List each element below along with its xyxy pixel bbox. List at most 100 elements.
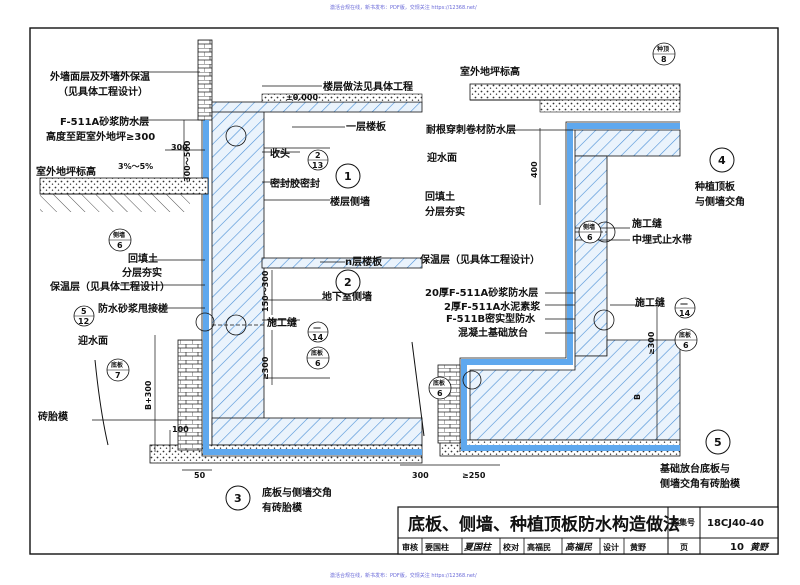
label-detail-3-1: 底板与侧墙交角	[262, 486, 332, 499]
upper-brick-wall	[197, 39, 213, 121]
label-mortar-tie: 防水砂浆甩接槎	[98, 302, 168, 315]
left-concrete-wall	[211, 109, 265, 446]
ref-left-2: 侧墙 6	[108, 228, 132, 252]
label-n-slab: n层楼板	[345, 255, 383, 268]
label-r-backfill-2: 分层夯实	[425, 205, 465, 218]
floor-finish	[261, 93, 423, 103]
dim-100: 100	[172, 425, 189, 434]
title-block	[397, 506, 779, 555]
designer-name: 黄野	[630, 542, 646, 552]
dim-r-ge300: ≥300	[647, 331, 656, 355]
svg-text:6: 6	[117, 241, 123, 250]
dim-r-300: 300	[412, 471, 429, 480]
detail-number-4: 4	[709, 147, 735, 173]
first-floor-slab	[211, 101, 423, 113]
right-waterproof-layer	[461, 123, 680, 451]
label-layer-4: 混凝土基础放台	[458, 326, 528, 339]
planting-roof-slab	[574, 129, 681, 157]
page-number: 10	[730, 542, 744, 553]
detail-number-5: 5	[705, 429, 731, 455]
svg-text:5: 5	[81, 307, 87, 316]
svg-text:底板: 底板	[111, 361, 124, 369]
label-edge-close: 收头	[270, 147, 290, 160]
label-joint: 施工缝	[267, 316, 297, 329]
right-concrete-wall	[574, 155, 608, 357]
svg-text:12: 12	[78, 317, 89, 326]
svg-text:7: 7	[115, 371, 121, 380]
left-detail	[39, 39, 423, 471]
detail-circle-b	[225, 314, 247, 336]
label-r-joint-2: 施工缝	[635, 296, 665, 309]
dim-r-ge250: ≥250	[462, 471, 486, 480]
svg-text:6: 6	[315, 359, 321, 368]
check-label: 校对	[503, 542, 519, 552]
detail-number-3: 3	[225, 485, 251, 511]
design-label: 设计	[603, 542, 619, 552]
top-watermark: 激活合规在线，新书发布：PDF版，交规关注 https://12368.net/	[330, 5, 477, 11]
svg-text:底板: 底板	[679, 331, 692, 339]
svg-text:4: 4	[718, 154, 726, 167]
label-water-face: 迎水面	[78, 334, 108, 347]
svg-text:底板: 底板	[311, 349, 324, 357]
label-floor-wall: 楼层侧墙	[330, 195, 370, 208]
label-r-water-face: 迎水面	[427, 151, 457, 164]
right-detail	[400, 83, 681, 466]
svg-text:侧墙: 侧墙	[113, 231, 125, 239]
label-ext-finish-2: （见具体工程设计）	[58, 85, 148, 98]
label-r-insulation: 保温层（见具体工程设计）	[419, 253, 540, 266]
reviewer-name: 要国柱	[425, 542, 449, 552]
svg-text:14: 14	[679, 309, 691, 318]
svg-text:2: 2	[315, 151, 321, 160]
svg-text:—: —	[680, 299, 688, 308]
label-layer-1: 20厚F-511A砂浆防水层	[425, 286, 538, 299]
dim-300-500: 300～500	[183, 140, 192, 182]
sheet-title: 底板、侧墙、种植顶板防水构造做法	[408, 514, 680, 535]
svg-text:5: 5	[714, 436, 722, 449]
ref-right-3: — 14	[674, 297, 696, 319]
bottom-watermark: 激活合规在线，新书发布：PDF版，交规关注 https://12368.net/	[330, 573, 477, 579]
dim-r-400: 400	[530, 161, 539, 178]
ref-left-3: 5 12	[73, 305, 95, 327]
label-layer-2: 2厚F-511A水泥素浆	[444, 300, 541, 313]
svg-text:种顶: 种顶	[656, 45, 669, 53]
label-roof-wall-1: 种植顶板	[694, 180, 736, 193]
label-r-backfill-1: 回填土	[425, 190, 455, 203]
base-slab	[211, 417, 423, 446]
label-brick-mold: 砖胎模	[38, 410, 69, 423]
atlas-number: 18CJ40-40	[707, 518, 764, 529]
label-backfill-1: 回填土	[128, 252, 158, 265]
label-base-wall: 地下室侧墙	[322, 290, 372, 303]
label-floor-slab: 一层楼板	[346, 120, 387, 133]
label-backfill-2: 分层夯实	[122, 266, 162, 279]
detail-number-2: 2	[335, 269, 361, 295]
svg-text:—: —	[313, 323, 321, 332]
dim-50: 50	[194, 471, 206, 480]
label-r-ground-level: 室外地坪标高	[460, 65, 520, 78]
detail-number-1: 1	[335, 163, 361, 189]
checker-signature: 高福民	[565, 542, 593, 553]
svg-text:6: 6	[587, 233, 593, 242]
n-floor-slab	[261, 257, 423, 269]
label-roof-wall-2: 与侧墙交角	[695, 195, 745, 208]
dim-r-b: B	[633, 394, 642, 400]
svg-text:13: 13	[312, 161, 323, 170]
label-slope: 3%～5%	[118, 162, 153, 171]
label-waterstop: 中埋式止水带	[632, 233, 692, 246]
review-label: 审核	[402, 542, 418, 552]
label-r-joint: 施工缝	[632, 217, 662, 230]
page-label: 页	[680, 543, 688, 552]
svg-text:底板: 底板	[433, 379, 446, 387]
left-brick-mold	[177, 339, 203, 451]
label-detail-5-2: 侧墙交角有砖胎模	[660, 477, 741, 490]
label-ext-finish-1: 外墙面层及外墙外保温	[49, 70, 150, 83]
ref-right-4: 底板 6	[674, 328, 698, 352]
label-mortar-2: 高度至距室外地坪≥300	[46, 130, 155, 143]
ref-left-6: 底板 6	[306, 346, 330, 370]
checker-name: 高福民	[527, 542, 551, 552]
label-detail-3-2: 有砖胎模	[262, 501, 303, 514]
ref-right-2: 侧墙 6	[578, 220, 602, 244]
left-waterproof-layer	[203, 120, 422, 455]
svg-text:侧墙: 侧墙	[583, 223, 595, 231]
svg-text:14: 14	[312, 333, 324, 342]
